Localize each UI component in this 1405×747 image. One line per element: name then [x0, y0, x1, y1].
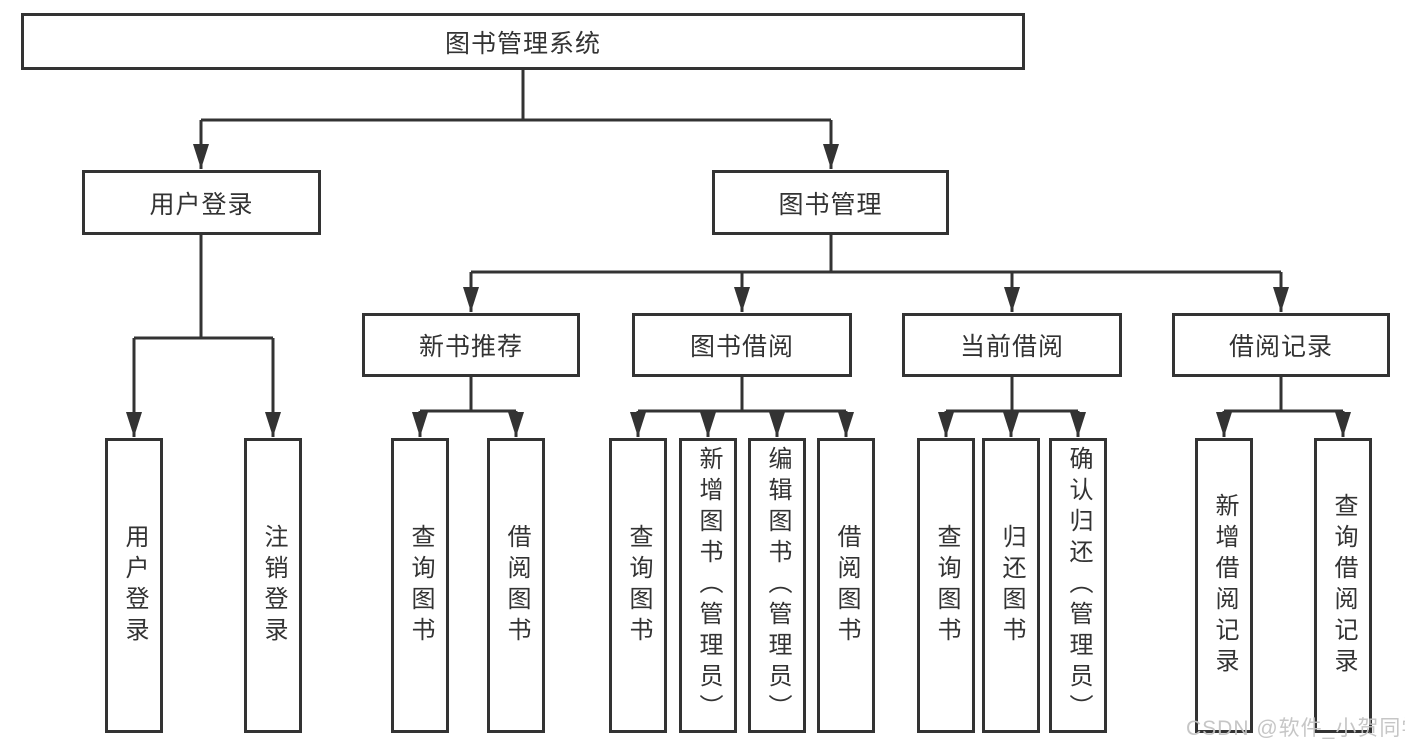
connector-book-management-to-level3	[463, 235, 1289, 312]
node-current-borrow: 当前借阅	[902, 313, 1122, 377]
connector-user-login-to-leaves	[126, 235, 281, 437]
node-user-login: 用户登录	[82, 170, 321, 235]
node-book-management: 图书管理	[712, 170, 949, 235]
connector-current-borrow-to-leaves	[938, 377, 1086, 437]
connector-new-book-recommend-to-leaves	[412, 377, 524, 437]
connector-borrow-records-to-leaves	[1216, 377, 1351, 437]
leaf-query-books-current: 查询图书	[917, 438, 975, 733]
node-book-borrow: 图书借阅	[632, 313, 852, 377]
leaf-query-books-recommend: 查询图书	[391, 438, 449, 733]
connector-root-to-level2	[193, 69, 839, 169]
connector-book-borrow-to-leaves	[630, 377, 854, 437]
leaf-return-book: 归还图书	[982, 438, 1040, 733]
node-borrow-records: 借阅记录	[1172, 313, 1390, 377]
leaf-logout: 注销登录	[244, 438, 302, 733]
node-library-management-system: 图书管理系统	[21, 13, 1025, 70]
node-new-book-recommend: 新书推荐	[362, 313, 580, 377]
leaf-edit-book-admin: 编辑图书（管理员）	[748, 438, 806, 733]
leaf-add-borrow-record: 新增借阅记录	[1195, 438, 1253, 733]
csdn-watermark: CSDN @软件_小贺同学	[1186, 717, 1405, 740]
leaf-user-login: 用户登录	[105, 438, 163, 733]
leaf-query-borrow-record: 查询借阅记录	[1314, 438, 1372, 733]
leaf-borrow-books-recommend: 借阅图书	[487, 438, 545, 733]
leaf-query-books-borrow: 查询图书	[609, 438, 667, 733]
leaf-borrow-books-borrow: 借阅图书	[817, 438, 875, 733]
leaf-confirm-return-admin: 确认归还（管理员）	[1049, 438, 1107, 733]
leaf-add-book-admin: 新增图书（管理员）	[679, 438, 737, 733]
